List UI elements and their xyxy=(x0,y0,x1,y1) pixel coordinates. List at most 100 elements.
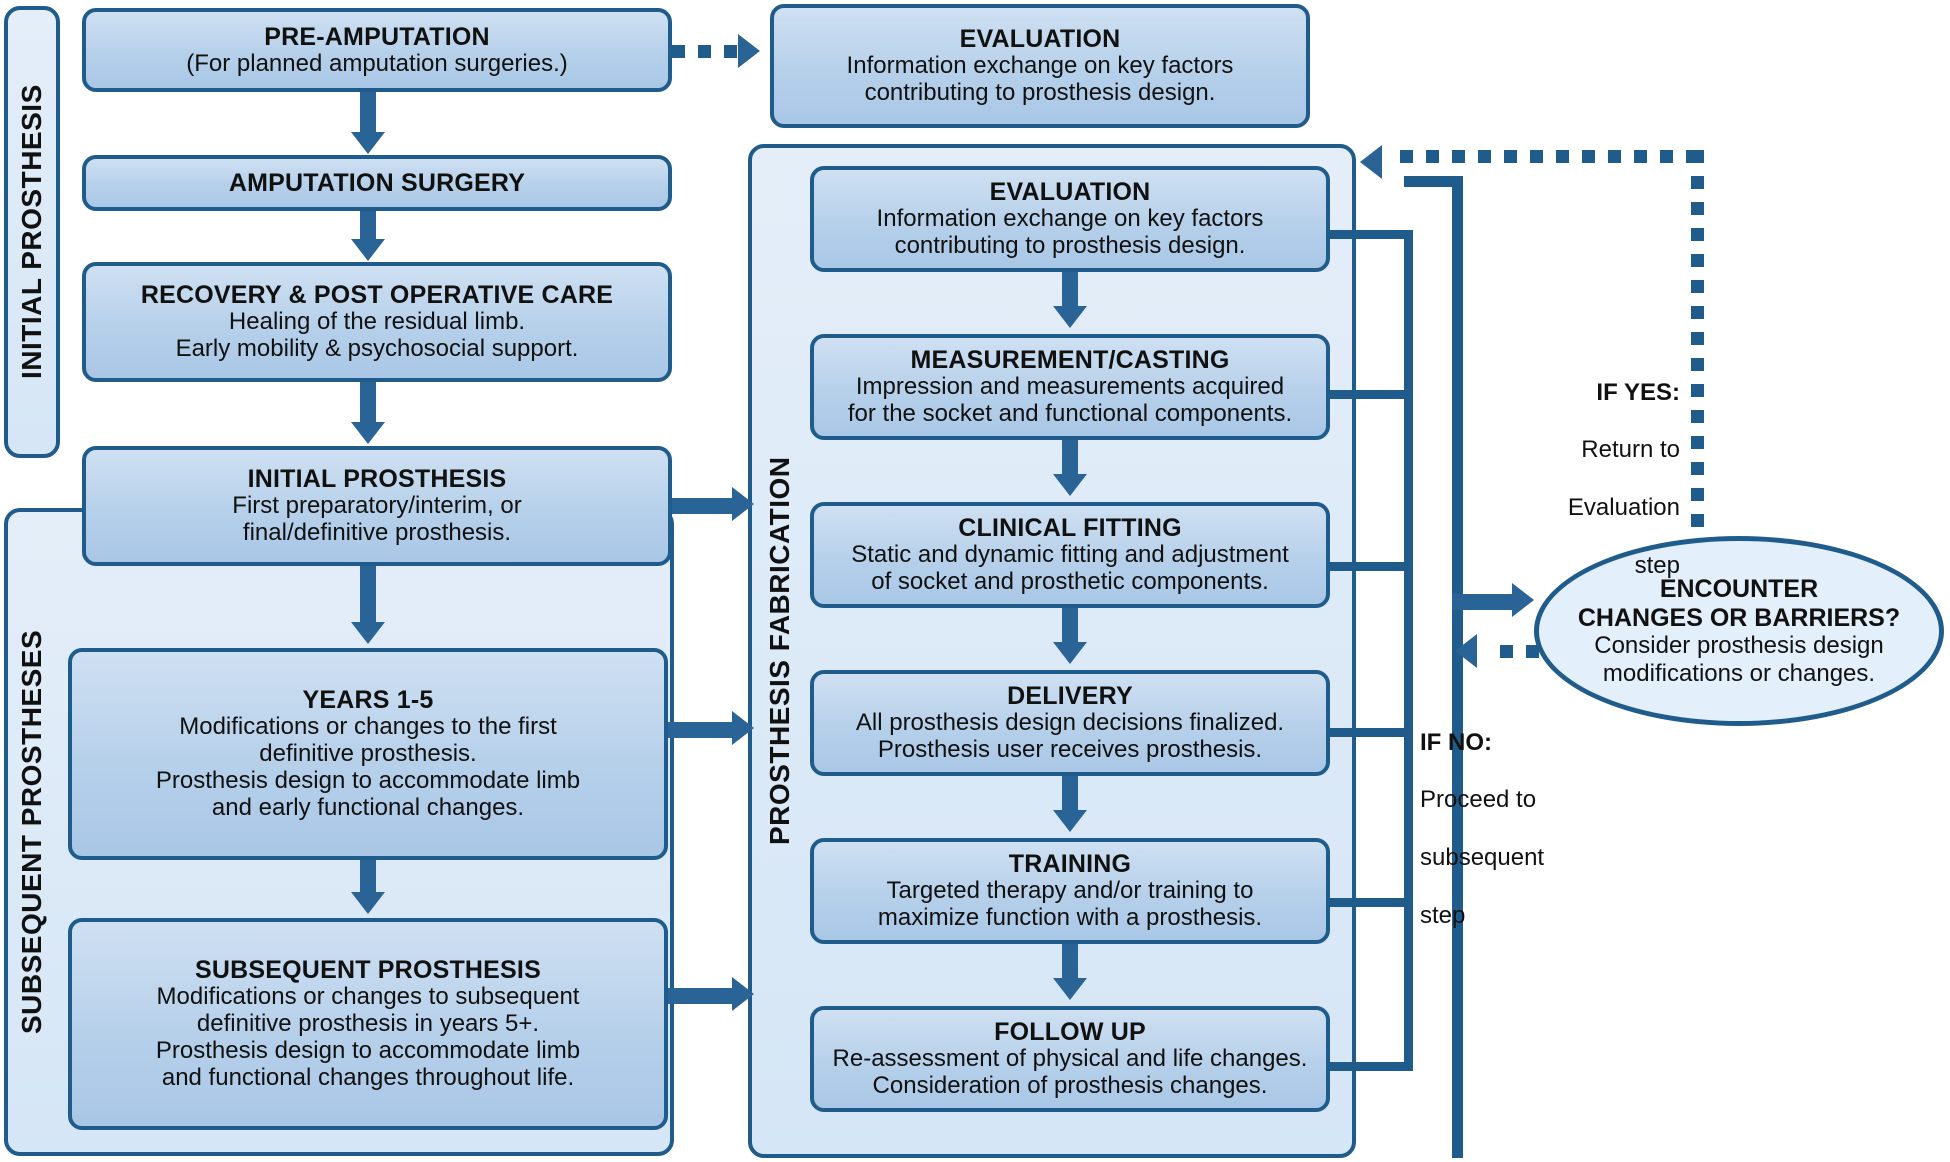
bus-stub-follow-up xyxy=(1330,1062,1412,1071)
box-subsequent-prosthesis[interactable]: SUBSEQUENT PROSTHESIS Modifications or c… xyxy=(68,918,668,1130)
dotted-connector-pre-to-evaluation xyxy=(672,45,740,58)
arrow-head-subsequent-to-fabrication xyxy=(732,977,754,1011)
box-title: DELIVERY xyxy=(1007,682,1133,711)
arrow-head-training-to-followup xyxy=(1053,978,1087,1000)
box-title: MEASUREMENT/CASTING xyxy=(910,346,1230,375)
bus-vertical-inner xyxy=(1404,230,1413,1071)
box-line: (For planned amputation surgeries.) xyxy=(186,49,568,77)
box-title: SUBSEQUENT PROSTHESIS xyxy=(195,956,541,985)
arrow-head-initial-to-fabrication xyxy=(732,487,754,521)
arrow-head-years-to-subsequent xyxy=(351,892,385,914)
box-title: EVALUATION xyxy=(959,25,1121,54)
decision-title-line-2: CHANGES OR BARRIERS? xyxy=(1577,603,1901,632)
box-title: CLINICAL FITTING xyxy=(958,514,1182,543)
arrow-shaft-measurement-to-fitting xyxy=(1062,440,1078,476)
box-measurement-casting[interactable]: MEASUREMENT/CASTING Impression and measu… xyxy=(810,334,1330,440)
box-follow-up[interactable]: FOLLOW UP Re-assessment of physical and … xyxy=(810,1006,1330,1112)
box-line: Modifications or changes to subsequent xyxy=(156,983,580,1011)
branch-if-yes-line: Evaluation xyxy=(1567,493,1680,521)
dotted-arrow-head-decision-to-bus xyxy=(1455,634,1477,668)
group-prosthesis-fabrication-label: PROSTHESIS FABRICATION xyxy=(764,456,795,846)
group-subsequent-prostheses-label: SUBSEQUENT PROSTHESES xyxy=(16,629,47,1035)
box-line: maximize function with a prosthesis. xyxy=(877,904,1263,931)
box-line: Modifications or changes to the first xyxy=(179,713,557,741)
arrow-head-fitting-to-delivery xyxy=(1053,642,1087,664)
box-line: Information exchange on key factors xyxy=(846,52,1234,80)
branch-if-no-line: step xyxy=(1420,901,1466,929)
box-evaluation-top[interactable]: EVALUATION Information exchange on key f… xyxy=(770,4,1310,128)
box-title: YEARS 1-5 xyxy=(302,686,434,715)
arrow-head-pre-to-surgery xyxy=(351,132,385,154)
arrow-shaft-delivery-to-training xyxy=(1062,776,1078,812)
box-line: contributing to prosthesis design. xyxy=(894,232,1246,259)
arrow-shaft-fitting-to-delivery xyxy=(1062,608,1078,644)
box-recovery-post-operative-care[interactable]: RECOVERY & POST OPERATIVE CARE Healing o… xyxy=(82,262,672,382)
box-training[interactable]: TRAINING Targeted therapy and/or trainin… xyxy=(810,838,1330,944)
arrow-shaft-subsequent-to-fabrication xyxy=(668,988,734,1004)
box-line: contributing to prosthesis design. xyxy=(864,79,1216,106)
group-initial-prosthesis xyxy=(4,6,60,458)
box-pre-amputation[interactable]: PRE-AMPUTATION (For planned amputation s… xyxy=(82,8,672,92)
box-line: definitive prosthesis in years 5+. xyxy=(196,1010,540,1038)
bus-stub-measurement xyxy=(1330,390,1412,399)
box-line: Healing of the residual limb. xyxy=(228,308,526,336)
arrow-head-recovery-to-initial xyxy=(351,422,385,444)
arrow-shaft-surgery-to-recovery xyxy=(360,211,376,241)
arrow-head-evaluation-to-measurement xyxy=(1053,306,1087,328)
box-line: Static and dynamic fitting and adjustmen… xyxy=(851,541,1289,569)
dotted-arrow-head-pre-to-evaluation xyxy=(738,34,760,68)
arrow-head-years-to-fabrication xyxy=(732,711,754,745)
box-title: FOLLOW UP xyxy=(994,1018,1146,1047)
box-title: RECOVERY & POST OPERATIVE CARE xyxy=(140,281,614,310)
decision-line: modifications or changes. xyxy=(1602,659,1876,687)
dotted-loop-arrow-head xyxy=(1360,145,1382,179)
arrow-shaft-pre-to-surgery xyxy=(360,92,376,134)
box-years-1-5[interactable]: YEARS 1-5 Modifications or changes to th… xyxy=(68,648,668,860)
box-line: and functional changes throughout life. xyxy=(161,1063,575,1091)
group-prosthesis-fabrication xyxy=(748,144,1356,1158)
group-initial-prosthesis-label: INITIAL PROSTHESIS xyxy=(16,84,47,380)
box-evaluation[interactable]: EVALUATION Information exchange on key f… xyxy=(810,166,1330,272)
box-line: Prosthesis design to accommodate limb xyxy=(155,1037,581,1064)
arrow-shaft-years-to-subsequent xyxy=(360,860,376,894)
box-line: Re-assessment of physical and life chang… xyxy=(832,1045,1308,1073)
arrow-shaft-training-to-followup xyxy=(1062,944,1078,980)
box-line: and early functional changes. xyxy=(211,793,525,821)
branch-if-yes-line: Return to xyxy=(1581,436,1680,464)
box-amputation-surgery[interactable]: AMPUTATION SURGERY xyxy=(82,155,672,211)
box-clinical-fitting[interactable]: CLINICAL FITTING Static and dynamic fitt… xyxy=(810,502,1330,608)
bus-stub-clinical-fitting xyxy=(1330,562,1412,571)
branch-if-no: IF NO: Proceed to subsequent step xyxy=(1420,700,1650,959)
box-line: Consideration of prosthesis changes. xyxy=(872,1072,1268,1099)
bus-stub-delivery xyxy=(1330,728,1412,737)
decision-encounter-changes-or-barriers[interactable]: ENCOUNTER CHANGES OR BARRIERS? Consider … xyxy=(1534,536,1944,726)
box-title: EVALUATION xyxy=(989,178,1151,207)
bus-link-top xyxy=(1404,176,1460,187)
branch-if-yes-label: IF YES: xyxy=(1596,378,1680,406)
box-line: Information exchange on key factors xyxy=(876,205,1264,233)
bus-stub-training xyxy=(1330,898,1412,907)
box-delivery[interactable]: DELIVERY All prosthesis design decisions… xyxy=(810,670,1330,776)
box-line: definitive prosthesis. xyxy=(259,740,477,768)
box-title: AMPUTATION SURGERY xyxy=(228,169,526,197)
arrow-head-bus-to-decision xyxy=(1512,583,1534,617)
branch-if-no-line: Proceed to xyxy=(1420,786,1537,814)
arrow-shaft-recovery-to-initial xyxy=(360,382,376,424)
box-line: All prosthesis design decisions finalize… xyxy=(855,709,1285,737)
box-line: for the socket and functional components… xyxy=(847,400,1293,427)
box-title: PRE-AMPUTATION xyxy=(264,22,490,51)
box-line: final/definitive prosthesis. xyxy=(242,519,512,546)
box-line: of socket and prosthetic components. xyxy=(871,568,1269,595)
box-title: INITIAL PROSTHESIS xyxy=(247,465,507,494)
branch-if-no-label: IF NO: xyxy=(1420,728,1492,756)
branch-if-yes: IF YES: Return to Evaluation step xyxy=(1480,350,1680,609)
branch-if-no-line: subsequent xyxy=(1420,843,1545,871)
arrow-head-delivery-to-training xyxy=(1053,810,1087,832)
dotted-loop-vertical xyxy=(1691,150,1704,542)
arrow-shaft-bus-to-decision xyxy=(1452,594,1516,610)
branch-if-yes-line: step xyxy=(1634,551,1680,579)
box-line: First preparatory/interim, or xyxy=(232,492,522,520)
box-line: Prosthesis design to accommodate limb xyxy=(155,767,581,794)
box-initial-prosthesis[interactable]: INITIAL PROSTHESIS First preparatory/int… xyxy=(82,446,672,566)
